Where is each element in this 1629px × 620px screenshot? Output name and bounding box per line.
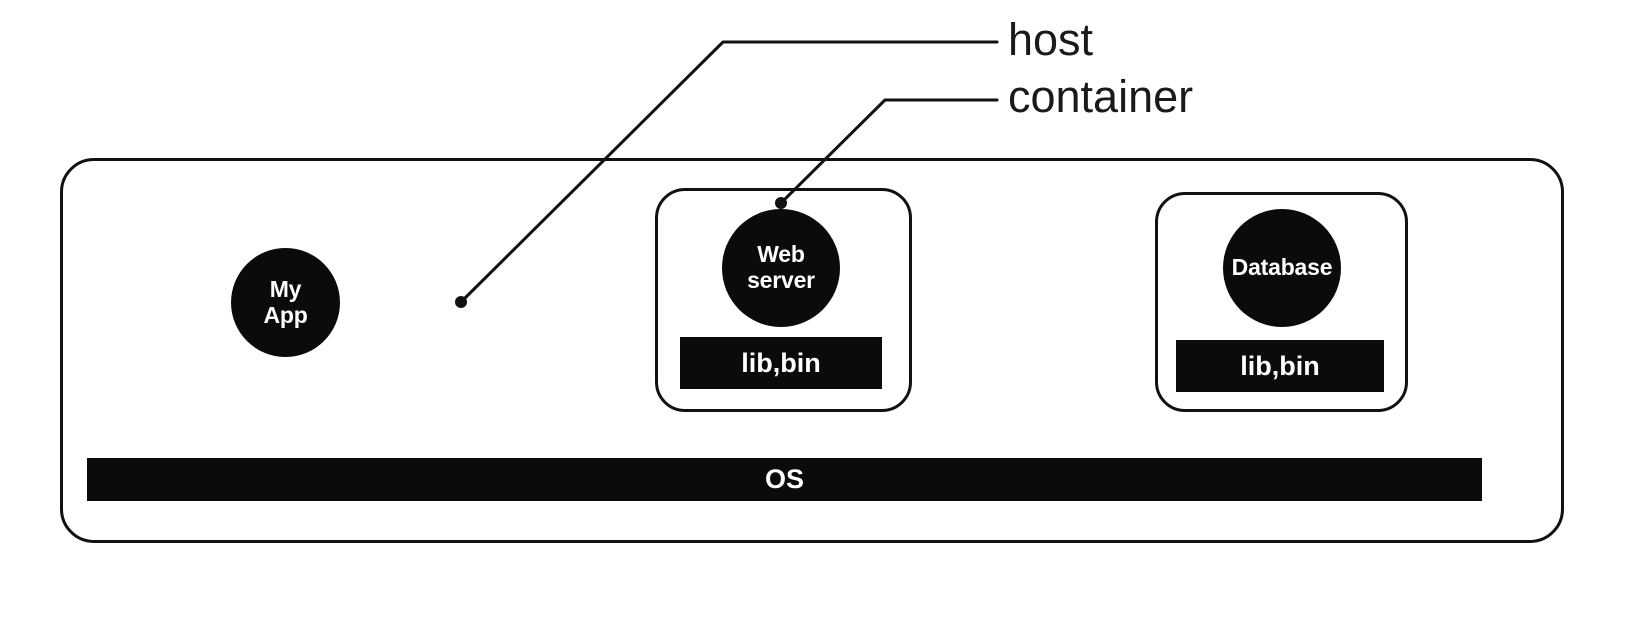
label-host: host <box>1008 14 1094 65</box>
node-database: Database <box>1223 209 1341 327</box>
node-my-app-label-line2: App <box>263 301 308 328</box>
node-web-server-label-line1: Web <box>757 241 805 268</box>
libbin-bar-database: lib,bin <box>1176 340 1384 392</box>
label-container: container <box>1008 71 1194 122</box>
node-web-server-label-line2: server <box>747 267 815 293</box>
node-web-server: Web server <box>722 209 840 327</box>
libbin-bar-web-server: lib,bin <box>680 337 882 389</box>
node-my-app-label-line1: My <box>269 275 302 302</box>
os-bar: OS <box>87 458 1482 501</box>
node-database-label-line1: Database <box>1231 254 1333 281</box>
container-database <box>1155 192 1408 412</box>
node-my-app: My App <box>231 248 340 357</box>
